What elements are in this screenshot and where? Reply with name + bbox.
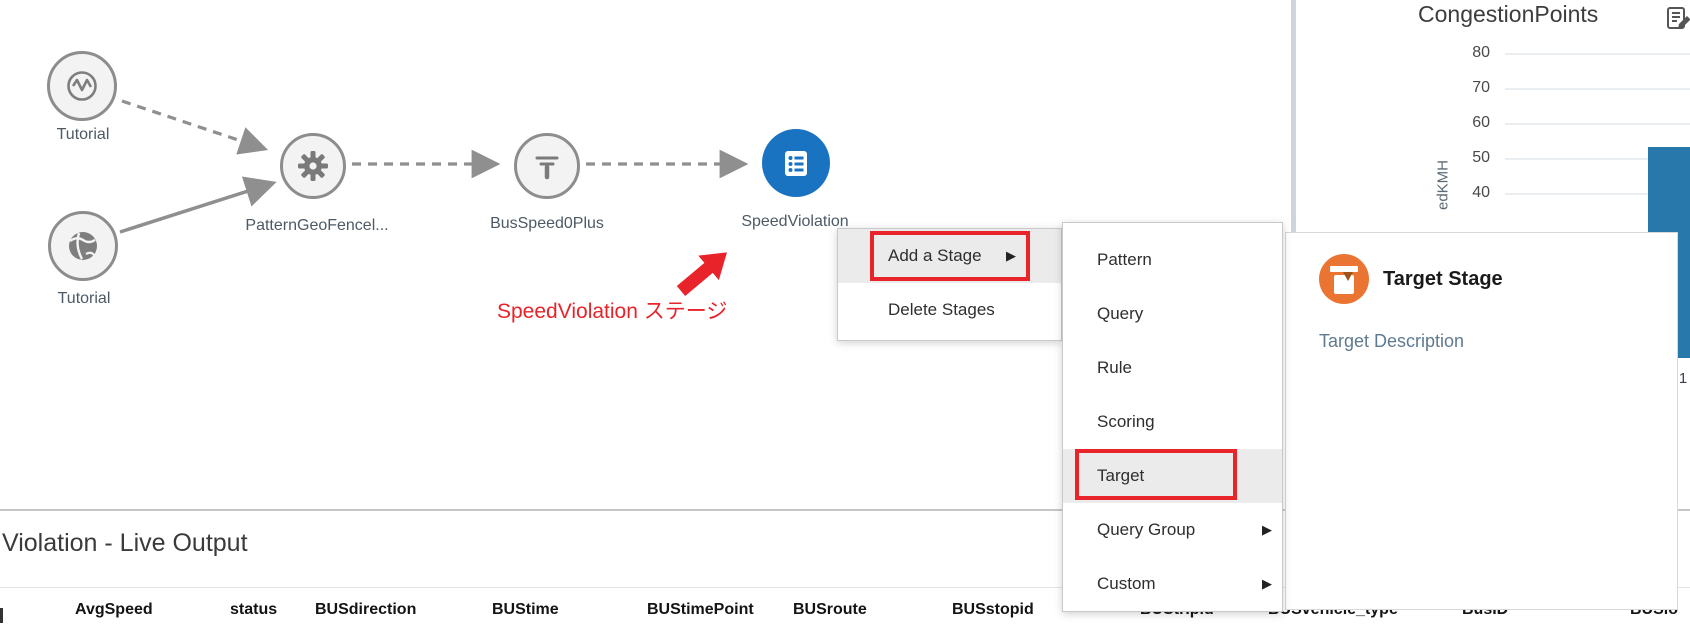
y-tick: 80 xyxy=(1472,44,1490,61)
submenu-arrow-icon: ▶ xyxy=(1006,248,1016,263)
node-label: Tutorial xyxy=(57,290,111,307)
col-header: BUStime xyxy=(492,601,559,618)
gridline xyxy=(1505,88,1690,90)
menu-item-label: Scoring xyxy=(1097,412,1155,431)
col-header: status xyxy=(230,601,278,618)
submenu-arrow-icon: ▶ xyxy=(1262,522,1272,537)
edit-chart-icon[interactable] xyxy=(1666,5,1690,32)
menu-item-query-group[interactable]: Query Group ▶ xyxy=(1063,503,1282,557)
col-header: BUSroute xyxy=(793,601,867,618)
filter-icon xyxy=(535,156,559,180)
col-header: BUSdirection xyxy=(315,601,417,618)
node-label: SpeedViolation xyxy=(741,213,849,230)
col-header: AvgSpeed xyxy=(75,601,153,618)
target-stage-popup: Target Stage Target Description xyxy=(1285,232,1678,610)
panel-divider xyxy=(1291,0,1296,233)
gridline xyxy=(1505,193,1690,195)
node-speedviolation[interactable] xyxy=(762,129,830,197)
y-axis-label: edKMH xyxy=(1434,159,1452,211)
wave-icon xyxy=(67,71,97,101)
menu-item-delete-stages[interactable]: Delete Stages xyxy=(838,283,1061,337)
node-patterngeofence[interactable] xyxy=(280,133,346,199)
globe-icon xyxy=(69,232,97,260)
menu-item-label: Query xyxy=(1097,304,1144,323)
menu-item-rule[interactable]: Rule xyxy=(1063,341,1282,395)
menu-item-label: Rule xyxy=(1097,358,1132,377)
live-output-title: Violation - Live Output xyxy=(2,529,248,557)
clipped-column-fragment xyxy=(0,608,3,623)
gridline xyxy=(1505,123,1690,125)
annotation-text: SpeedViolation ステージ xyxy=(497,300,728,323)
col-header: BUSstopid xyxy=(952,601,1034,618)
node-label: BusSpeed0Plus xyxy=(490,215,604,232)
context-menu: Add a Stage ▶ Delete Stages xyxy=(837,228,1062,341)
menu-item-label: Query Group xyxy=(1097,520,1196,539)
popup-title: Target Stage xyxy=(1383,268,1503,290)
target-stage-icon xyxy=(1319,254,1369,304)
chart-title: CongestionPoints xyxy=(1418,1,1599,27)
y-tick: 50 xyxy=(1472,149,1490,166)
stage-type-submenu: Pattern Query Rule Scoring Target Query … xyxy=(1062,222,1283,612)
menu-item-label: Custom xyxy=(1097,574,1156,593)
menu-item-custom[interactable]: Custom ▶ xyxy=(1063,557,1282,611)
y-tick: 60 xyxy=(1472,114,1490,131)
node-tutorial-geo[interactable] xyxy=(48,211,118,281)
y-tick: 40 xyxy=(1472,184,1490,201)
gridline xyxy=(1505,53,1690,55)
y-tick: 70 xyxy=(1472,79,1490,96)
submenu-arrow-icon: ▶ xyxy=(1262,576,1272,591)
menu-item-scoring[interactable]: Scoring xyxy=(1063,395,1282,449)
menu-item-label: Pattern xyxy=(1097,250,1152,269)
node-label: Tutorial xyxy=(56,126,110,143)
menu-item-add-a-stage[interactable]: Add a Stage ▶ xyxy=(838,229,1061,283)
col-header: BUStimePoint xyxy=(647,601,754,618)
gridline xyxy=(1505,158,1690,160)
popup-description: Target Description xyxy=(1319,331,1465,351)
table-header-divider xyxy=(0,587,1690,588)
menu-item-target[interactable]: Target xyxy=(1063,449,1282,503)
node-busspeed0plus[interactable] xyxy=(514,133,580,199)
menu-item-label: Add a Stage xyxy=(888,246,982,265)
menu-item-label: Delete Stages xyxy=(888,300,995,319)
node-label: PatternGeoFencel... xyxy=(245,217,389,234)
menu-item-label: Target xyxy=(1097,466,1145,485)
node-tutorial-stream[interactable] xyxy=(47,51,117,121)
menu-item-query[interactable]: Query xyxy=(1063,287,1282,341)
gear-icon xyxy=(298,151,328,181)
list-icon xyxy=(785,151,807,176)
menu-item-pattern[interactable]: Pattern xyxy=(1063,233,1282,287)
red-annotation-arrow xyxy=(676,252,727,296)
section-divider xyxy=(0,509,1690,511)
